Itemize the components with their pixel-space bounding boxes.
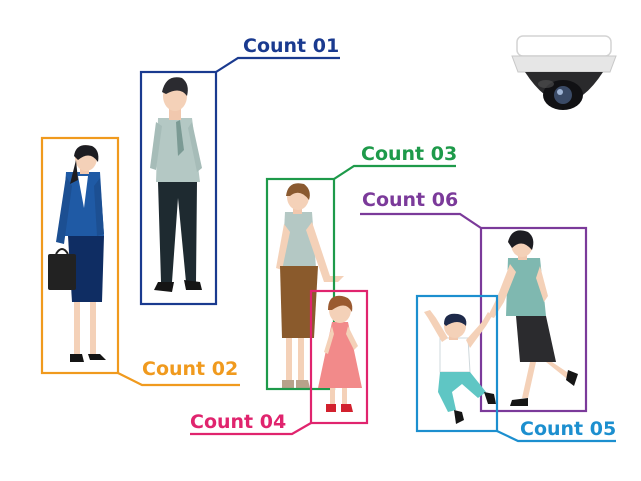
person-boy-figure bbox=[424, 310, 496, 424]
dome-security-camera-icon bbox=[511, 35, 617, 110]
count-03-label: Count 03 bbox=[361, 143, 457, 165]
bounding-box-count-01: Count 01 bbox=[139, 35, 340, 306]
count-06-label: Count 06 bbox=[362, 189, 458, 211]
count-02-label: Count 02 bbox=[142, 358, 238, 380]
person-businesswoman-figure bbox=[48, 145, 106, 362]
count-04-label: Count 04 bbox=[190, 411, 286, 433]
bounding-box-count-05: Count 05 bbox=[415, 294, 616, 443]
person-girl-figure bbox=[318, 295, 362, 412]
person-mother-figure bbox=[276, 183, 344, 388]
count-05-label: Count 05 bbox=[520, 418, 616, 440]
count-01-label: Count 01 bbox=[243, 35, 339, 57]
bounding-box-count-04: Count 04 bbox=[190, 289, 369, 436]
person-man-figure bbox=[150, 77, 202, 292]
person-woman-green-figure bbox=[488, 230, 578, 406]
bounding-box-count-02: Count 02 bbox=[40, 136, 240, 387]
bounding-box-count-03: Count 03 bbox=[265, 143, 457, 391]
bounding-box-count-06: Count 06 bbox=[360, 189, 588, 413]
